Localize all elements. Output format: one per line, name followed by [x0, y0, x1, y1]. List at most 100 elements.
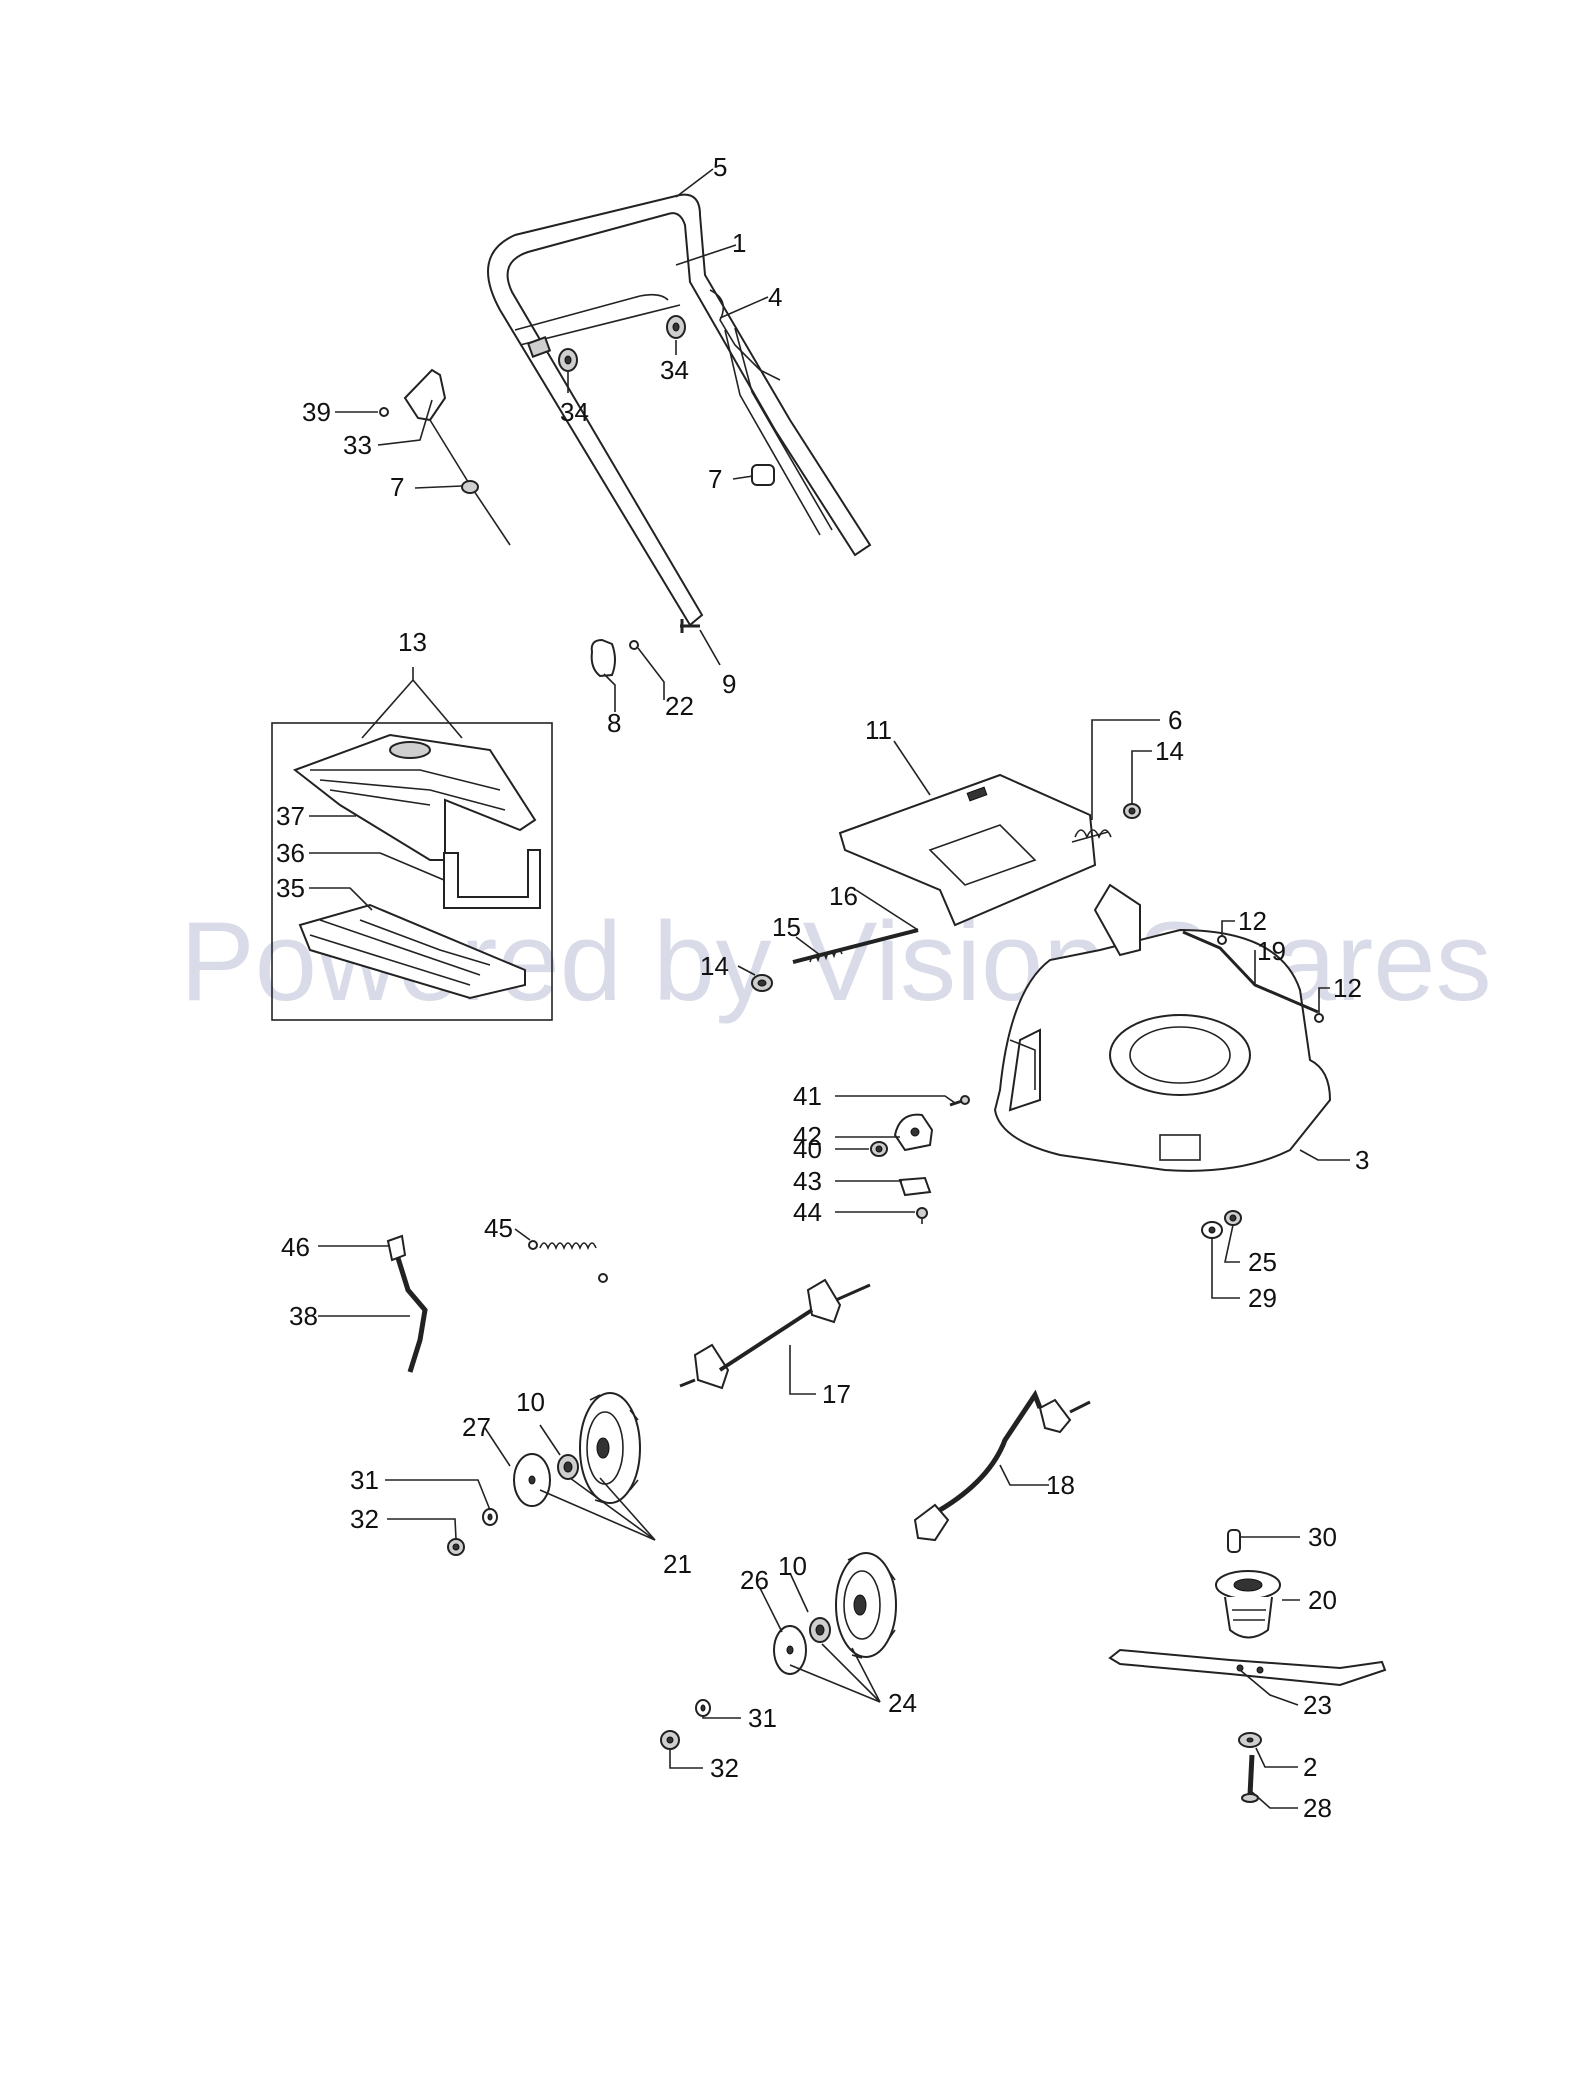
- spring-15: [809, 948, 843, 963]
- callout-7-right: 7: [708, 464, 722, 494]
- rod-19: [1182, 930, 1319, 1014]
- callout-45: 45: [484, 1213, 513, 1243]
- nut-40: [870, 1141, 888, 1157]
- height-adjuster-42: [893, 1113, 934, 1152]
- grass-bag-top-37: [292, 733, 537, 861]
- callout-1: 1: [732, 228, 746, 258]
- callout-28: 28: [1303, 1793, 1332, 1823]
- callout-32-rear: 32: [710, 1753, 739, 1783]
- callout-19: 19: [1257, 936, 1286, 966]
- nut-32-rear: [660, 1730, 680, 1750]
- key-30: [1227, 1529, 1241, 1553]
- throttle-lever-part: [379, 368, 511, 546]
- washer-2: [1238, 1732, 1262, 1748]
- bolt-25: [1224, 1210, 1242, 1226]
- plate-43: [898, 1176, 932, 1197]
- hubcap-26: [773, 1625, 807, 1675]
- grass-bag-strip-36: [443, 849, 541, 909]
- screw-44: [916, 1207, 928, 1224]
- leader-lines: [309, 168, 1350, 1809]
- cable-arm-part: [709, 289, 833, 536]
- callout-33: 33: [343, 430, 372, 460]
- washer-22: [629, 640, 639, 650]
- spring-6: [1071, 829, 1112, 843]
- callout-labels: 5 1 4 34 34 39 33 7 7 9 22 8 13 37 36 35…: [276, 152, 1369, 1823]
- cable-18: [913, 1389, 1091, 1542]
- lever-38: [386, 1234, 428, 1373]
- screw-41: [949, 1095, 970, 1107]
- callout-46: 46: [281, 1232, 310, 1262]
- callout-36: 36: [276, 838, 305, 868]
- nut-14-left: [751, 974, 773, 992]
- callout-39: 39: [302, 397, 331, 427]
- callout-2: 2: [1303, 1752, 1317, 1782]
- washer-31-rear: [695, 1699, 711, 1717]
- callout-27: 27: [462, 1412, 491, 1442]
- callout-34-left: 34: [560, 397, 589, 427]
- callout-11: 11: [865, 715, 892, 745]
- callout-37: 37: [276, 801, 305, 831]
- nut-14-right: [1123, 803, 1141, 819]
- callout-12-top: 12: [1238, 906, 1267, 936]
- nut-32-front: [447, 1538, 465, 1556]
- callout-14-right: 14: [1155, 736, 1184, 766]
- callout-40: 40: [793, 1134, 822, 1164]
- axle-17: [679, 1278, 871, 1390]
- nut-12-bottom: [1314, 1013, 1324, 1023]
- callout-17: 17: [822, 1379, 851, 1409]
- callout-38: 38: [289, 1301, 318, 1331]
- grass-bag-frame: [271, 722, 553, 1021]
- callout-3: 3: [1355, 1145, 1369, 1175]
- callout-31-front: 31: [350, 1465, 379, 1495]
- callout-13: 13: [398, 627, 427, 657]
- rear-wheel-24: [835, 1552, 897, 1659]
- knob-34-left: [558, 348, 578, 372]
- callout-34-right: 34: [660, 355, 689, 385]
- callout-35: 35: [276, 873, 305, 903]
- callout-43: 43: [793, 1166, 822, 1196]
- callout-23: 23: [1303, 1690, 1332, 1720]
- callout-24: 24: [888, 1688, 917, 1718]
- nut-12-top: [1217, 935, 1227, 945]
- blade-adapter-20: [1215, 1570, 1281, 1639]
- bolt-28: [1241, 1754, 1259, 1803]
- callout-30: 30: [1308, 1522, 1337, 1552]
- callout-16: 16: [829, 881, 858, 911]
- callout-12-bottom: 12: [1333, 973, 1362, 1003]
- callout-44: 44: [793, 1197, 822, 1227]
- callout-9: 9: [722, 669, 736, 699]
- knob-34-right: [666, 315, 686, 339]
- callout-42: 42: [793, 1121, 822, 1151]
- blade-23: [1108, 1648, 1387, 1687]
- callout-7-left: 7: [390, 472, 404, 502]
- mower-deck-3: [993, 883, 1332, 1172]
- handle-part: [487, 193, 872, 627]
- callout-14-left: 14: [700, 951, 729, 981]
- wheel-hub-10-rear: [809, 1617, 831, 1643]
- callout-6: 6: [1168, 705, 1182, 735]
- cable-clip-7-right: [751, 464, 775, 486]
- handle-knob-8: [590, 638, 616, 678]
- callout-41: 41: [793, 1081, 822, 1111]
- callout-18: 18: [1046, 1470, 1075, 1500]
- callout-10-front: 10: [516, 1387, 545, 1417]
- callout-26: 26: [740, 1565, 769, 1595]
- callout-8: 8: [607, 708, 621, 738]
- washer-29: [1201, 1221, 1223, 1239]
- hubcap-27: [513, 1453, 551, 1507]
- washer-31-front: [482, 1508, 498, 1526]
- grass-bag-bottom-35: [298, 903, 526, 1000]
- front-wheel-21: [579, 1392, 641, 1504]
- rear-flap-11: [838, 773, 1097, 927]
- callout-21: 21: [663, 1549, 692, 1579]
- callout-31-rear: 31: [748, 1703, 777, 1733]
- callout-20: 20: [1308, 1585, 1337, 1615]
- spring-45: [528, 1240, 608, 1283]
- callout-4: 4: [768, 282, 782, 312]
- callout-15: 15: [772, 912, 801, 942]
- callout-29: 29: [1248, 1283, 1277, 1313]
- rod-16: [792, 928, 919, 964]
- callout-25: 25: [1248, 1247, 1277, 1277]
- callout-10-rear: 10: [778, 1551, 807, 1581]
